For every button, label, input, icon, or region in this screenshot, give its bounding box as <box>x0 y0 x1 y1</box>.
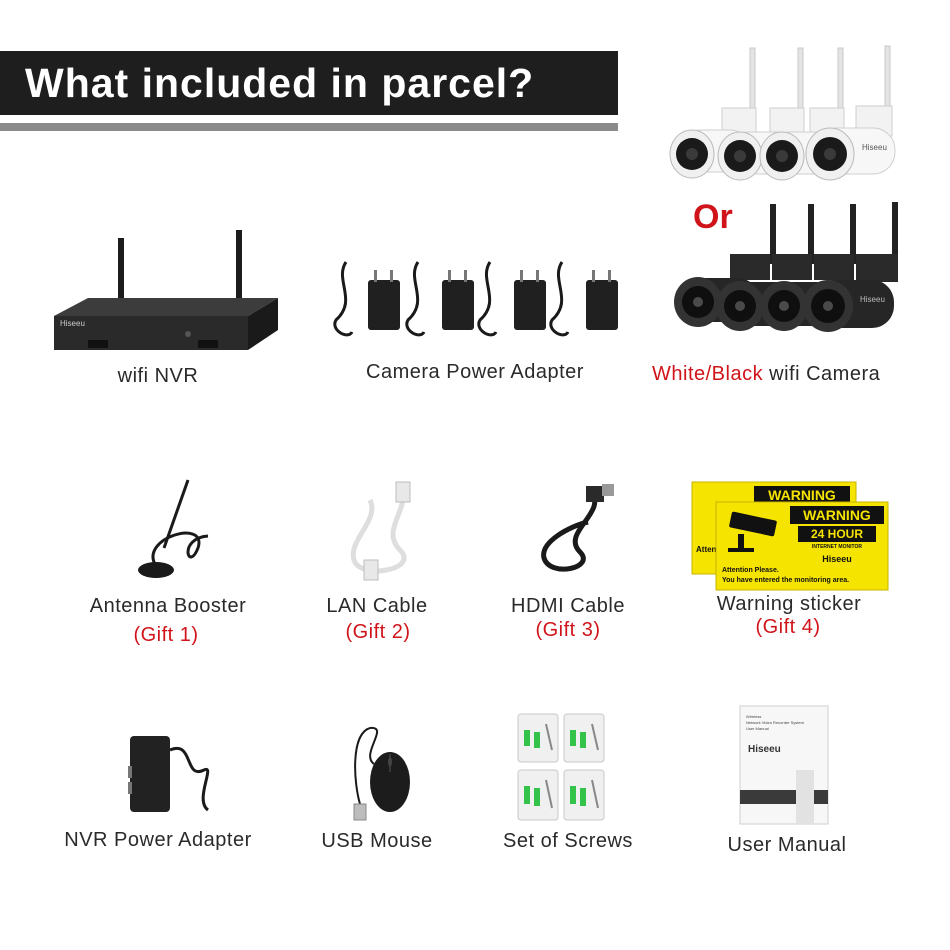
screw-pack <box>563 769 605 821</box>
screw-pack <box>517 769 559 821</box>
sticker-front: WARNING 24 HOUR INTERNET MONITOR Hiseeu … <box>715 501 889 591</box>
warning-sticker-caption: Warning sticker <box>716 593 862 615</box>
camera-brand-logo: Hiseeu <box>862 143 887 152</box>
lan-cable-caption: LAN Cable <box>326 595 428 617</box>
nvr-caption: wifi NVR <box>117 365 199 387</box>
hdmi-gift-label: (Gift 3) <box>535 619 601 641</box>
sticker-notice-text: You have entered the monitoring area. <box>722 577 849 584</box>
lan-cable-image <box>350 481 411 581</box>
white-cameras-image: Hiseeu <box>669 45 896 181</box>
sticker-24-hour: 24 HOUR <box>811 527 863 541</box>
nvr-image: Hiseeu <box>54 230 278 350</box>
warning-sticker-image: WARNING Atten You WARNING 24 HOUR INTERN… <box>691 481 889 591</box>
user-manual-caption: User Manual <box>727 834 847 856</box>
usb-mouse-caption: USB Mouse <box>321 830 433 852</box>
camera-brand-logo: Hiseeu <box>860 295 885 304</box>
usb-mouse-image <box>353 726 410 821</box>
header-banner <box>0 51 618 115</box>
screws-caption: Set of Screws <box>503 830 633 852</box>
manual-cover-line3: User Manual <box>746 726 769 731</box>
sticker-back-warning: WARNING <box>768 487 836 503</box>
screw-pack <box>563 713 605 763</box>
wifi-camera-caption: White/Black wifi Camera <box>652 363 880 386</box>
white-camera: Hiseeu <box>805 45 896 181</box>
antenna-booster-caption: Antenna Booster <box>89 595 247 617</box>
lan-gift-label: (Gift 2) <box>345 621 411 643</box>
camera-power-adapters-image <box>333 261 618 337</box>
nvr-brand-logo: Hiseeu <box>60 319 85 328</box>
sticker-monitor-text: INTERNET MONITOR <box>812 544 862 550</box>
power-adapter <box>549 261 618 337</box>
security-camera-icon <box>728 511 777 552</box>
camera-color-options: White/Black <box>652 363 764 385</box>
sticker-warning-text: WARNING <box>803 507 871 523</box>
sticker-attention-text: Attention Please. <box>722 567 779 574</box>
manual-cover-line2: Network Video Recorder System <box>746 720 805 725</box>
page-title: What included in parcel? <box>25 60 535 106</box>
hdmi-cable-caption: HDMI Cable <box>511 595 625 617</box>
power-adapter <box>405 261 474 337</box>
screw-pack <box>517 713 559 763</box>
camera-power-adapter-caption: Camera Power Adapter <box>366 361 584 383</box>
camera-caption-rest: wifi Camera <box>763 363 881 385</box>
sticker-gift-label: (Gift 4) <box>755 616 821 638</box>
sticker-brand-logo: Hiseeu <box>822 554 852 564</box>
nvr-power-adapter-image <box>128 736 210 812</box>
power-adapter <box>477 261 546 337</box>
screws-image <box>517 713 605 821</box>
nvr-power-adapter-caption: NVR Power Adapter <box>64 829 252 851</box>
or-label: Or <box>693 198 733 236</box>
black-cameras-image: Hiseeu <box>674 202 898 332</box>
sticker-back-fragment: Atten You <box>696 545 733 554</box>
antenna-booster-image <box>138 479 209 578</box>
black-camera: Hiseeu <box>803 202 898 332</box>
user-manual-image: Wireless Network Video Recorder System U… <box>739 705 829 825</box>
power-adapter <box>333 261 400 337</box>
antenna-gift-label: (Gift 1) <box>133 624 199 646</box>
hdmi-cable-image <box>541 484 614 572</box>
manual-brand-logo: Hiseeu <box>748 744 781 755</box>
manual-cover-line1: Wireless <box>746 714 761 719</box>
header-underline <box>0 123 618 131</box>
